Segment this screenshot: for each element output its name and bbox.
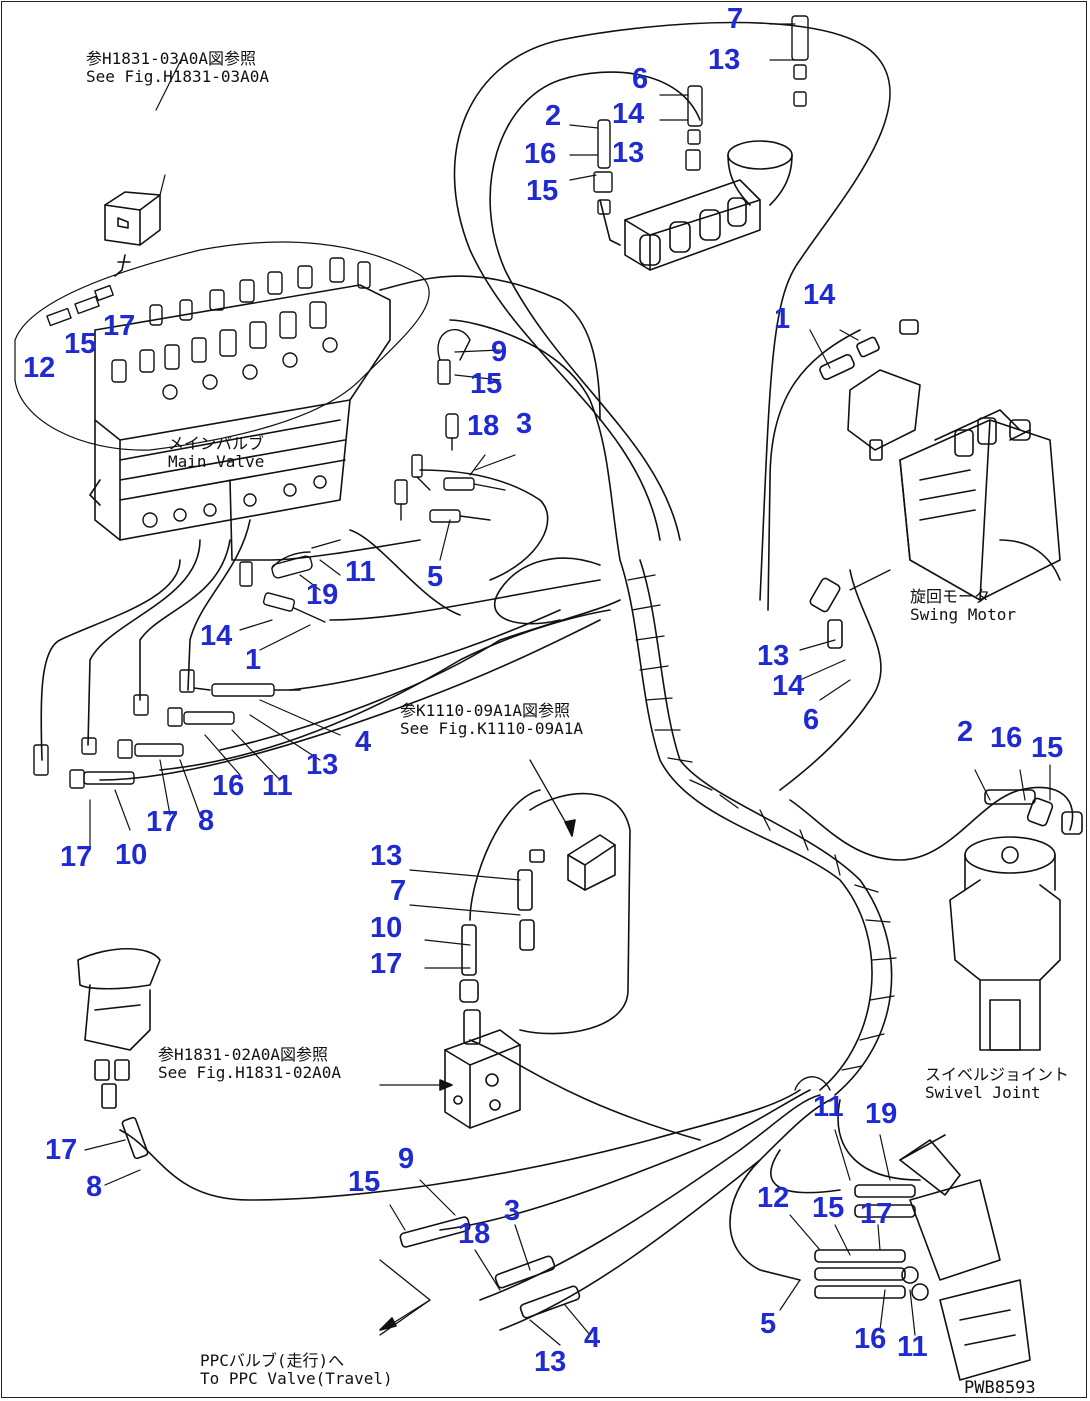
- note-en: See Fig.H1831-03A0A: [86, 67, 270, 87]
- note-ja: 旋回モータ: [910, 587, 991, 606]
- callout-number: 1: [245, 644, 262, 676]
- solenoid-block-top: [104, 191, 161, 277]
- callout-number: 18: [458, 1218, 491, 1250]
- note-en: Main Valve: [168, 452, 265, 472]
- callout-number: 13: [370, 840, 403, 872]
- callout-number: 15: [812, 1192, 845, 1224]
- callout-number: 16: [212, 770, 245, 802]
- main-valve-drawing: [14, 241, 430, 541]
- callout-number: 7: [727, 3, 744, 35]
- harness-bundle: [619, 559, 873, 1091]
- callout-number: 15: [470, 368, 503, 400]
- callout-number: 19: [306, 579, 339, 611]
- callout-number: 17: [60, 841, 93, 873]
- callout-number: 14: [803, 279, 836, 311]
- callout-number: 15: [348, 1166, 381, 1198]
- note-to-ppc-valve-travel: PPCバルブ(走行)へ To PPC Valve(Travel): [200, 1351, 393, 1389]
- callout-number: 17: [860, 1198, 893, 1230]
- callout-number: 13: [612, 137, 645, 169]
- note-ja: 参H1831-03A0A図参照: [86, 49, 256, 68]
- callout-number: 11: [897, 1331, 928, 1363]
- callout-number: 17: [103, 310, 136, 342]
- callout-number: 13: [534, 1346, 567, 1378]
- callout-number: 11: [813, 1091, 844, 1123]
- note-see-fig-h1831-03a0a: 参H1831-03A0A図参照 See Fig.H1831-03A0A: [86, 49, 270, 87]
- callout-number: 15: [526, 175, 559, 207]
- callout-number: 4: [355, 726, 372, 758]
- callout-number: 6: [632, 63, 649, 95]
- note-en: Swing Motor: [910, 605, 1016, 625]
- hose-loop-inner: [489, 71, 701, 541]
- callout-number: 16: [524, 138, 557, 170]
- callout-number: 19: [865, 1098, 898, 1130]
- callout-number: 17: [370, 948, 403, 980]
- note-ja: スイベルジョイント: [925, 1065, 1070, 1084]
- callout-number: 15: [1031, 732, 1064, 764]
- callout-number: 13: [306, 749, 339, 781]
- callout-number: 5: [760, 1308, 777, 1340]
- callout-number: 4: [584, 1322, 601, 1354]
- callout-number: 18: [467, 410, 500, 442]
- note-see-fig-k1110-09a1a: 参K1110-09A1A図参照 See Fig.K1110-09A1A: [400, 701, 584, 739]
- callout-number: 6: [803, 704, 820, 736]
- note-ja: メインバルブ: [168, 434, 265, 453]
- hose-loop-right: [767, 329, 861, 611]
- top-fittings: [593, 15, 809, 215]
- callout-number: 15: [64, 328, 97, 360]
- callout-number: 12: [757, 1182, 790, 1214]
- callout-number: 14: [772, 670, 805, 702]
- harness-wrap-bands: [627, 574, 897, 1071]
- note-ja: 参H1831-02A0A図参照: [158, 1045, 328, 1064]
- note-en: See Fig.H1831-02A0A: [158, 1063, 342, 1083]
- solenoid-block-center: [459, 834, 616, 1003]
- hose-loop-top: [453, 21, 891, 601]
- note-see-fig-h1831-02a0a: 参H1831-02A0A図参照 See Fig.H1831-02A0A: [158, 1045, 342, 1083]
- callout-number: 13: [708, 44, 741, 76]
- callout-number: 17: [146, 806, 179, 838]
- note-ja: PPCバルブ(走行)へ: [200, 1351, 345, 1370]
- callout-number: 5: [427, 561, 444, 593]
- callout-number: 9: [491, 336, 508, 368]
- callout-number: 17: [45, 1134, 78, 1166]
- callout-number: 14: [200, 620, 233, 652]
- callout-number: 10: [115, 839, 148, 871]
- note-en: See Fig.K1110-09A1A: [400, 719, 584, 739]
- callout-number: 9: [398, 1143, 415, 1175]
- swing-motor-drawing: [809, 319, 1061, 649]
- travel-solenoid-block: [444, 1009, 521, 1129]
- callout-number: 2: [545, 100, 562, 132]
- note-swing-motor: 旋回モータ Swing Motor: [910, 587, 1016, 625]
- callout-number: 16: [854, 1323, 887, 1355]
- callout-number: 12: [23, 352, 56, 384]
- swivel-joint-drawing: [949, 789, 1083, 1051]
- callout-number: 13: [757, 640, 790, 672]
- callout-number: 14: [612, 98, 645, 130]
- ppc-valve-travel-drawing: [399, 1134, 1031, 1381]
- callout-number: 16: [990, 722, 1023, 754]
- note-swivel-joint: スイベルジョイント Swivel Joint: [925, 1065, 1070, 1103]
- callout-number: 8: [198, 805, 215, 837]
- callout-number: 3: [516, 408, 533, 440]
- callout-number: 10: [370, 912, 403, 944]
- note-en: Swivel Joint: [925, 1083, 1041, 1103]
- fittings-cluster-left: [33, 284, 506, 789]
- callout-number: 11: [262, 770, 293, 802]
- note-en: To PPC Valve(Travel): [200, 1369, 393, 1389]
- callout-number: 11: [345, 556, 376, 588]
- travel-pedal-drawing: [77, 947, 161, 1160]
- callout-number: 1: [774, 303, 791, 335]
- callout-number: 2: [957, 716, 974, 748]
- callout-number: 3: [504, 1195, 521, 1227]
- note-main-valve: メインバルブ Main Valve: [168, 434, 265, 472]
- callout-number: 7: [390, 875, 407, 907]
- figure-code: PWB8593: [964, 1378, 1036, 1398]
- note-ja: 参K1110-09A1A図参照: [400, 701, 570, 720]
- callout-number: 8: [86, 1171, 103, 1203]
